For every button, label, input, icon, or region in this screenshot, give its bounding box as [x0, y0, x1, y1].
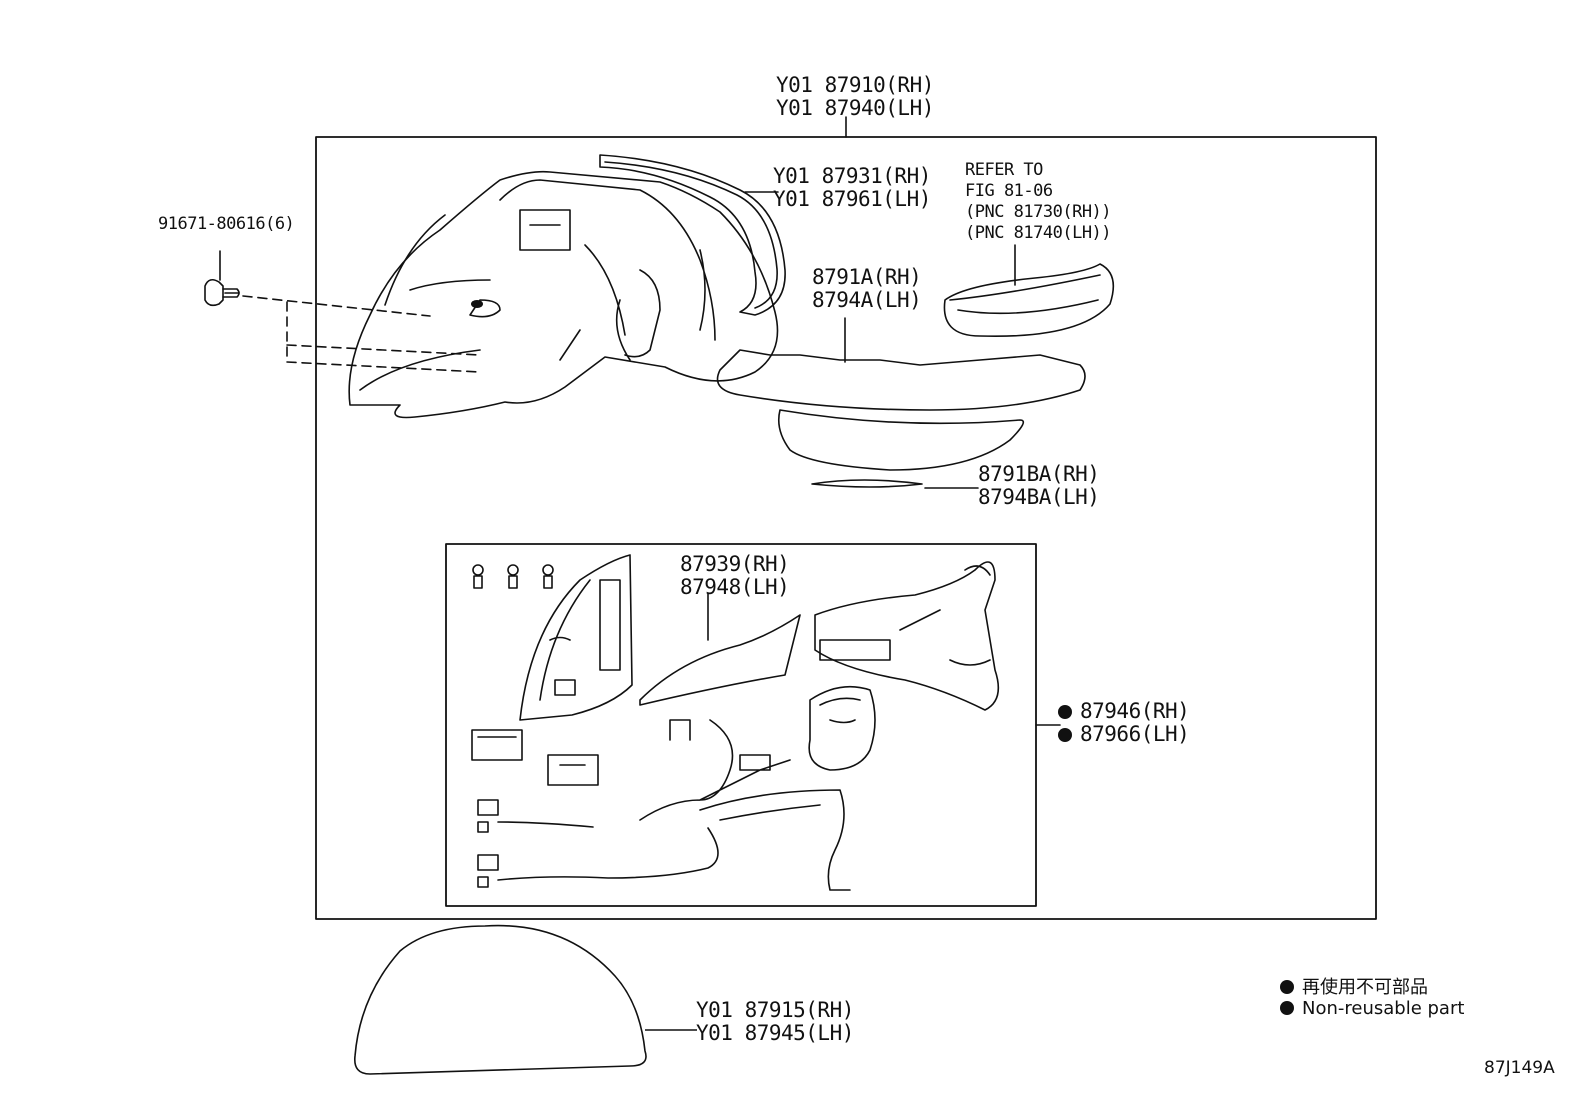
non-reusable-dot	[1058, 705, 1072, 719]
cover-rh-label: 8791A(RH)	[812, 265, 922, 289]
legend-item-jp: 再使用不可部品	[1280, 973, 1428, 999]
legend-dot	[1280, 980, 1294, 994]
mirror-glass	[599, 154, 786, 316]
wire-harness	[497, 719, 851, 891]
mirror-housing	[348, 170, 779, 419]
outer-cover	[353, 924, 647, 1075]
garnish-rh-label: 87939(RH)	[680, 552, 790, 576]
connector-a	[471, 729, 523, 761]
bolt-icon	[204, 278, 240, 307]
actuator-bracket	[519, 554, 633, 721]
motor-rh-label: 87946(RH)	[1058, 700, 1190, 722]
outer-cover-lh-label: Y01 87945(LH)	[696, 1021, 854, 1045]
motor-frame	[814, 561, 1000, 711]
cover-lh-label: 8794A(LH)	[812, 288, 922, 312]
assembly-rh-label: Y01 87910(RH)	[776, 73, 934, 97]
connector-c	[477, 799, 499, 833]
refer-line-2: FIG 81-06	[965, 181, 1053, 201]
non-reusable-dot	[1058, 728, 1072, 742]
mirror-rh-label: Y01 87931(RH)	[773, 164, 931, 188]
outer-cover-rh-label: Y01 87915(RH)	[696, 998, 854, 1022]
figure-code: 87J149A	[1484, 1058, 1555, 1078]
screws-icon	[472, 564, 554, 589]
mirror-motor	[808, 685, 876, 771]
clip-lh-label: 8794BA(LH)	[978, 485, 1100, 509]
refer-line-4: (PNC 81740(LH))	[965, 223, 1112, 243]
assembly-box	[315, 136, 1377, 920]
turn-signal-lamp	[943, 263, 1115, 338]
legend-dot	[1280, 1001, 1294, 1015]
clip-strip	[811, 479, 923, 488]
connector-d	[477, 854, 499, 888]
connector-b	[547, 754, 599, 786]
refer-line-1: REFER TO	[965, 160, 1043, 180]
refer-line-3: (PNC 81730(RH))	[965, 202, 1112, 222]
motor-lh-label: 87966(LH)	[1058, 723, 1190, 745]
legend-item-en: Non-reusable part	[1280, 998, 1464, 1019]
garnish-lh-label: 87948(LH)	[680, 575, 790, 599]
assembly-lh-label: Y01 87940(LH)	[776, 96, 934, 120]
bolt-label: 91671-80616(6)	[158, 214, 295, 234]
clip-rh-label: 8791BA(RH)	[978, 462, 1100, 486]
mirror-lh-label: Y01 87961(LH)	[773, 187, 931, 211]
lower-cover	[716, 349, 1086, 411]
garnish-panel	[639, 614, 801, 706]
